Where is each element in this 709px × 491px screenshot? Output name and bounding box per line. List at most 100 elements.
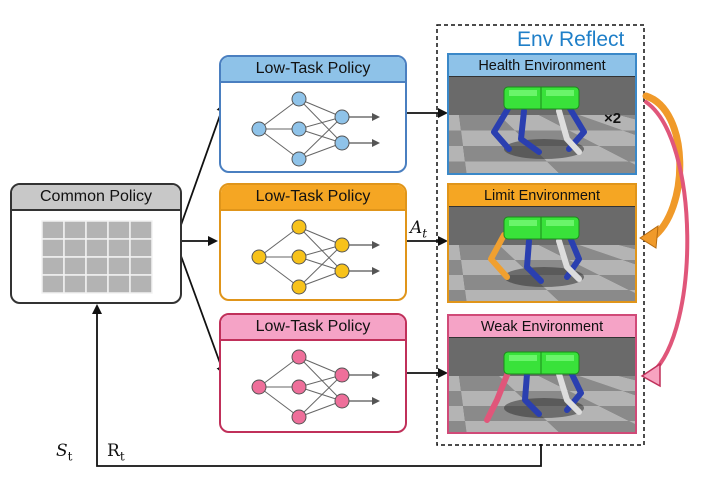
floor-tile: [449, 146, 465, 162]
floor-tile: [547, 290, 635, 301]
reward-subscript: t: [119, 449, 125, 464]
floor-tile: [449, 245, 461, 260]
nn-edge: [298, 374, 343, 418]
robot-body-highlight: [546, 355, 574, 361]
floor-tile: [599, 146, 635, 162]
nn-edge: [298, 116, 343, 160]
floor-tile: [449, 391, 463, 406]
nn-node: [251, 379, 267, 395]
floor-tile: [629, 421, 635, 424]
nn-node: [291, 219, 307, 235]
nn-node: [291, 91, 307, 107]
nn-edge: [258, 256, 300, 288]
reward-label: Rt: [107, 441, 125, 464]
common-policy-header: Common Policy: [12, 185, 180, 211]
grid-cell: [41, 220, 65, 240]
grid-cell: [41, 256, 65, 276]
grid-cell: [63, 274, 87, 294]
nn-edge: [298, 142, 343, 160]
nn-edge: [298, 128, 343, 144]
nn-edge: [298, 270, 343, 288]
nn-node: [291, 349, 307, 365]
health-multiplier-badge: ×2: [604, 110, 622, 127]
floor-tile: [547, 421, 635, 432]
nn-edge: [258, 128, 300, 160]
policy-1-header: Low-Task Policy: [221, 57, 405, 83]
floor-tile: [499, 115, 569, 131]
policy-2-title: Low-Task Policy: [255, 188, 371, 205]
nn-node: [291, 279, 307, 295]
grid-cell: [129, 238, 153, 258]
nn-edge: [298, 226, 343, 246]
env-box-weak: Weak Environment: [447, 314, 637, 434]
nn-node: [334, 263, 350, 279]
grid-cell: [129, 256, 153, 276]
nn-node: [334, 135, 350, 151]
floor-tile: [579, 115, 635, 131]
floor-tile: [449, 290, 467, 301]
env-reflect-title: Env Reflect: [517, 28, 625, 51]
env-weak-header: Weak Environment: [449, 316, 635, 338]
floor-tile: [499, 245, 569, 260]
grid-cell: [85, 274, 109, 294]
grid-cell: [107, 274, 131, 294]
floor-tile: [449, 161, 467, 173]
robot-leg: [488, 232, 510, 280]
arrow-common-to-policy-1: [180, 102, 227, 226]
robot-leg: [491, 104, 512, 152]
grid-cell: [107, 238, 131, 258]
nn-node: [334, 109, 350, 125]
robot-leg: [518, 108, 542, 155]
nn-edge: [298, 356, 343, 376]
env-health-title: Health Environment: [478, 57, 606, 74]
floor-tile: [465, 161, 559, 173]
arrow-common-to-policy-3: [180, 255, 226, 376]
floor-tile: [449, 406, 465, 421]
floor-tile: [629, 161, 635, 165]
neural-net-icon: [251, 219, 380, 295]
robot-leg: [522, 371, 542, 417]
floor-tile: [449, 115, 461, 131]
nn-edge: [298, 256, 343, 272]
robot-leg: [556, 371, 582, 415]
robot-leg: [484, 367, 512, 423]
floor-tile: [569, 391, 635, 406]
floor-tile: [599, 406, 635, 421]
floor-tile: [449, 421, 467, 432]
floor-tile: [579, 245, 635, 260]
robot-body-highlight: [509, 90, 537, 96]
nn-node: [291, 409, 307, 425]
floor-tile: [449, 130, 463, 146]
neural-net-icon: [251, 349, 380, 425]
nn-node: [291, 121, 307, 137]
floor-tile: [629, 290, 635, 293]
floor-tile: [499, 376, 569, 391]
nn-node: [291, 151, 307, 167]
floor-tile: [599, 275, 635, 290]
floor-tile: [623, 130, 635, 135]
robot-body-highlight: [546, 90, 574, 96]
robot-body-highlight: [509, 220, 537, 226]
env-weak-title: Weak Environment: [480, 318, 604, 335]
nn-edge: [298, 400, 343, 418]
policy-1-title: Low-Task Policy: [255, 60, 371, 77]
grid-cell: [63, 220, 87, 240]
limit-robot-scene: [449, 207, 635, 301]
nn-node: [251, 121, 267, 137]
grid-cell: [107, 220, 131, 240]
nn-edge: [298, 98, 343, 144]
grid-cell: [63, 256, 87, 276]
floor-tile: [449, 260, 463, 275]
robot-body-highlight: [509, 355, 537, 361]
nn-edge: [258, 226, 300, 258]
policy-3-header: Low-Task Policy: [221, 315, 405, 341]
env-box-health: Health Environment ×2: [447, 53, 637, 175]
common-policy-grid: [41, 220, 153, 294]
env-limit-header: Limit Environment: [449, 185, 635, 207]
policy-box-3: Low-Task Policy: [219, 313, 407, 433]
env-health-header: Health Environment: [449, 55, 635, 77]
feedback-loop-arrow: [92, 304, 542, 467]
floor-tile: [465, 290, 559, 301]
nn-edge: [258, 98, 300, 130]
